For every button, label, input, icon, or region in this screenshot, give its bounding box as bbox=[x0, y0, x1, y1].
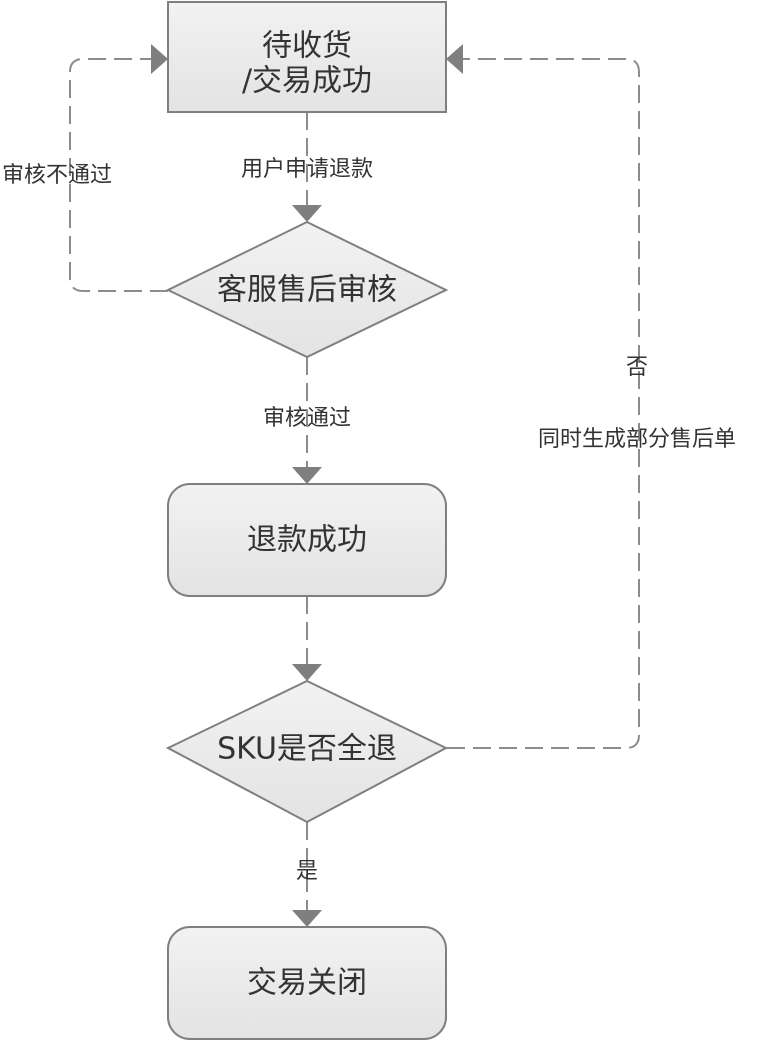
arrowhead-to-review bbox=[292, 205, 322, 222]
edge-label-no: 否 bbox=[626, 355, 648, 380]
node-service-review: 客服售后审核 bbox=[165, 220, 449, 359]
edge-label-review-reject: 审核不通过 bbox=[2, 163, 112, 188]
arrowhead-partial-to-pending bbox=[446, 44, 463, 74]
node-closed-label: 交易关闭 bbox=[247, 966, 367, 1001]
arrowhead-to-refund bbox=[292, 467, 322, 484]
node-sku-check: SKU是否全退 bbox=[165, 679, 449, 824]
node-pending-receipt: 待收货 /交易成功 bbox=[167, 1, 447, 113]
edge-label-apply-refund: 用户申请退款 bbox=[241, 157, 373, 182]
node-review-label: 客服售后审核 bbox=[217, 273, 397, 308]
node-refund-success: 退款成功 bbox=[167, 483, 447, 597]
node-sku-check-label: SKU是否全退 bbox=[217, 732, 397, 767]
node-refund-label: 退款成功 bbox=[247, 523, 367, 558]
edge-label-yes: 是 bbox=[296, 859, 318, 884]
edge-label-partial-after-sale: 同时生成部分售后单 bbox=[538, 427, 736, 452]
connector-sku-partial-loop bbox=[447, 58, 640, 749]
arrowhead-reject-to-pending bbox=[151, 44, 168, 74]
connector-review-reject-loop bbox=[69, 58, 168, 292]
edge-label-review-pass: 审核通过 bbox=[263, 406, 351, 431]
arrowhead-to-sku-check bbox=[292, 664, 322, 681]
arrowhead-to-closed bbox=[292, 910, 322, 927]
node-pending-line1: 待收货 bbox=[262, 29, 352, 64]
node-pending-line2: /交易成功 bbox=[242, 64, 372, 99]
node-trade-closed: 交易关闭 bbox=[167, 926, 447, 1040]
